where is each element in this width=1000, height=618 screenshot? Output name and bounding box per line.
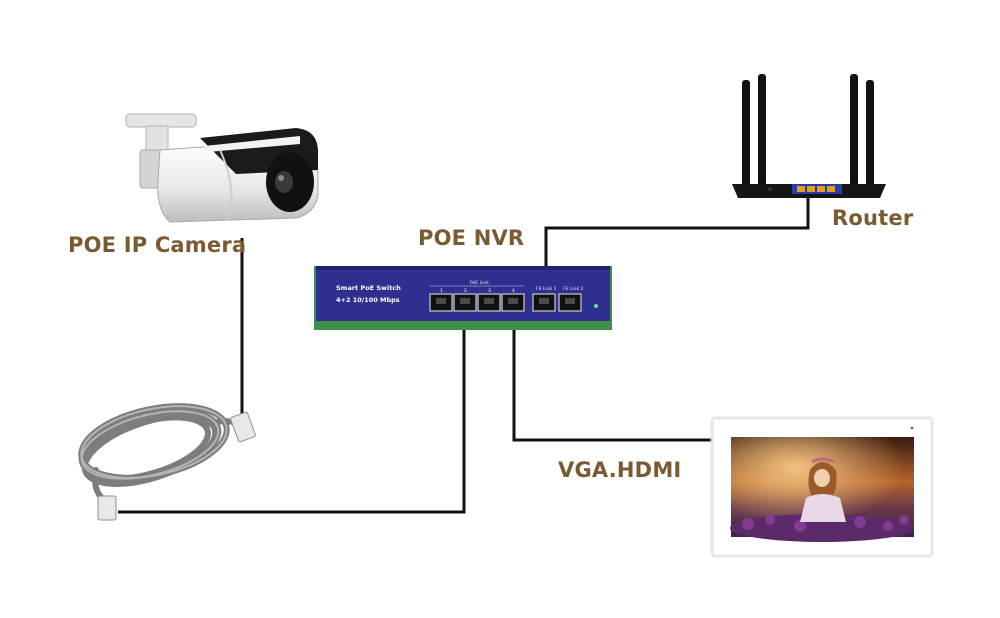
wire-switch-monitor bbox=[512, 318, 712, 442]
camera-label: POE IP Camera bbox=[68, 233, 247, 257]
router-icon bbox=[732, 74, 886, 198]
switch-subtitle: 4+2 10/100 Mbps bbox=[336, 296, 400, 304]
camera-icon bbox=[125, 113, 319, 223]
wires bbox=[118, 198, 810, 514]
video-output-label: VGA.HDMI bbox=[558, 458, 682, 482]
switch-title: Smart PoE Switch bbox=[336, 284, 401, 292]
port-number-1: 1 bbox=[440, 288, 443, 294]
monitor-icon bbox=[710, 416, 934, 558]
port-number-4: 4 bbox=[512, 288, 515, 294]
screen-image bbox=[730, 437, 914, 542]
router-label: Router bbox=[832, 206, 914, 230]
poe-link-label: PoE Link bbox=[470, 280, 489, 286]
wire-switch-router bbox=[544, 198, 810, 296]
wire-cable-switch bbox=[118, 318, 466, 514]
uplink-1-label: FE Link 1 bbox=[536, 286, 557, 292]
switch-icon: Smart PoE Switch 4+2 10/100 Mbps PoE Lin… bbox=[314, 266, 612, 330]
uplink-2-label: FE Link 2 bbox=[563, 286, 584, 292]
ethernet-cable-icon bbox=[78, 403, 256, 521]
port-number-3: 3 bbox=[488, 288, 491, 294]
port-number-2: 2 bbox=[464, 288, 467, 294]
nvr-label: POE NVR bbox=[418, 226, 525, 250]
